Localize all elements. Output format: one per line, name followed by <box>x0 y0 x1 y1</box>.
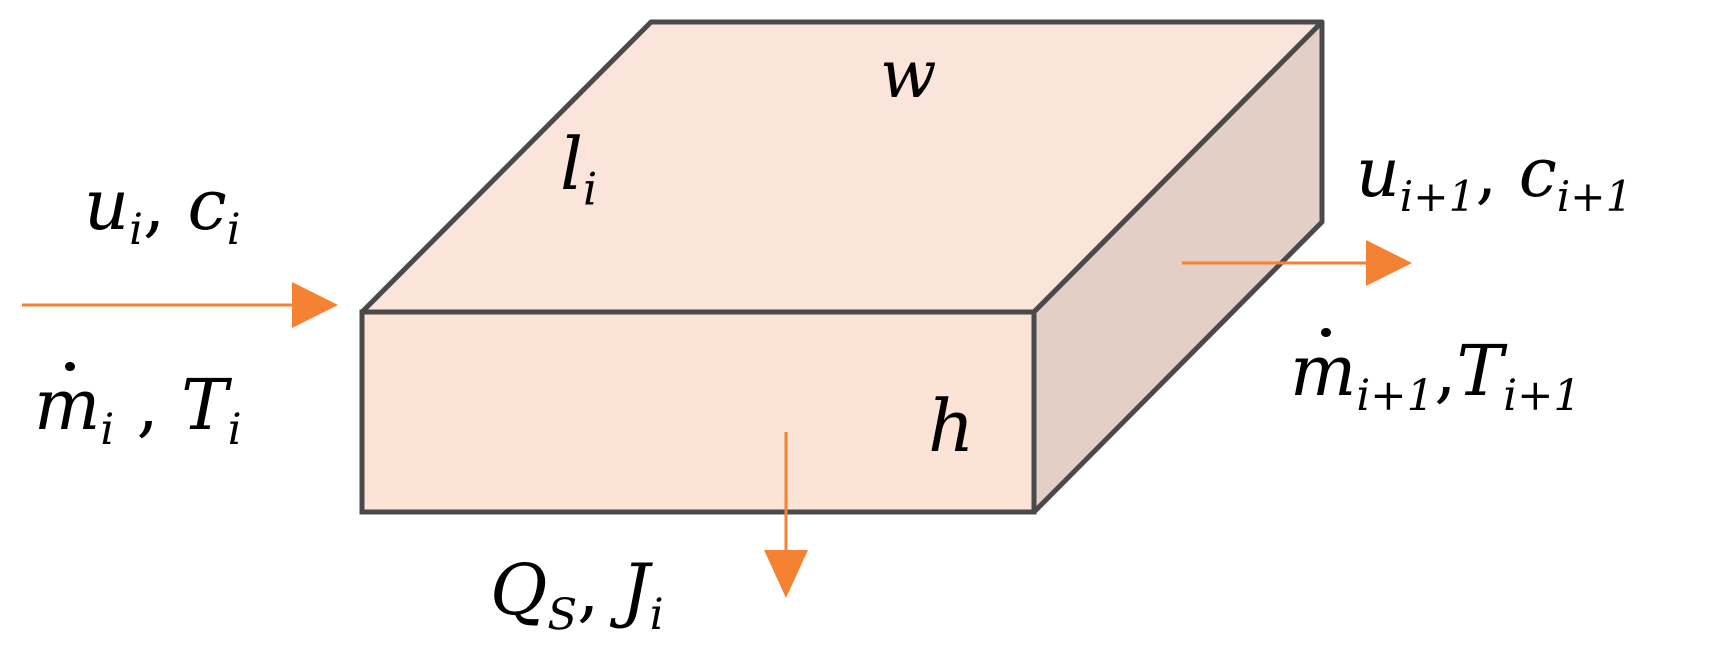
inlet-T: T <box>181 364 228 446</box>
flux-J: J <box>621 549 650 631</box>
outlet-T: T <box>1456 330 1504 412</box>
length-subscript: i <box>583 163 598 216</box>
height-symbol: h <box>928 384 975 468</box>
width-label: w <box>880 42 937 108</box>
height-label: h <box>928 390 974 462</box>
length-label: li <box>560 128 597 212</box>
outlet-mdot: m <box>1290 327 1357 412</box>
outlet-u-subscript: i+1 <box>1399 171 1476 221</box>
heat-Q-subscript: S <box>547 590 578 641</box>
length-symbol: l <box>560 122 584 206</box>
outlet-line1-separator: , <box>1475 134 1498 213</box>
outlet-velocity-concentration-label: ui+1, ci+1 <box>1356 140 1632 218</box>
outlet-m-subscript: i+1 <box>1356 371 1435 422</box>
flux-J-subscript: i <box>649 590 664 641</box>
inlet-c: c <box>187 164 227 246</box>
inlet-velocity-concentration-label: ui, ci <box>84 170 241 253</box>
inlet-massflow-temperature-label: mi , Ti <box>34 361 242 456</box>
inlet-u: u <box>84 164 130 246</box>
bottom-separator: , <box>577 549 600 631</box>
outlet-u: u <box>1356 134 1400 213</box>
inlet-line1-separator: , <box>142 164 166 246</box>
inlet-mdot: m <box>34 361 101 446</box>
box-front-face <box>359 309 1037 515</box>
inlet-u-subscript: i <box>129 205 143 256</box>
inlet-arrow-head <box>292 282 338 328</box>
outlet-T-subscript: i+1 <box>1503 371 1582 422</box>
heat-flux-label: QS, Ji <box>490 555 664 638</box>
inlet-line2-separator: , <box>136 364 159 446</box>
outlet-c: c <box>1518 134 1557 213</box>
heat-Q: Q <box>490 549 548 631</box>
outlet-arrow-head <box>1366 240 1412 286</box>
inlet-c-subscript: i <box>226 205 241 256</box>
outlet-line2-separator: , <box>1434 330 1457 412</box>
outlet-massflow-temperature-label: mi+1,Ti+1 <box>1290 327 1582 422</box>
outlet-c-subscript: i+1 <box>1556 171 1633 221</box>
width-symbol: w <box>880 36 937 113</box>
inlet-m-subscript: i <box>100 405 115 456</box>
inlet-T-subscript: i <box>227 405 242 456</box>
flux-arrow-head <box>764 550 808 598</box>
